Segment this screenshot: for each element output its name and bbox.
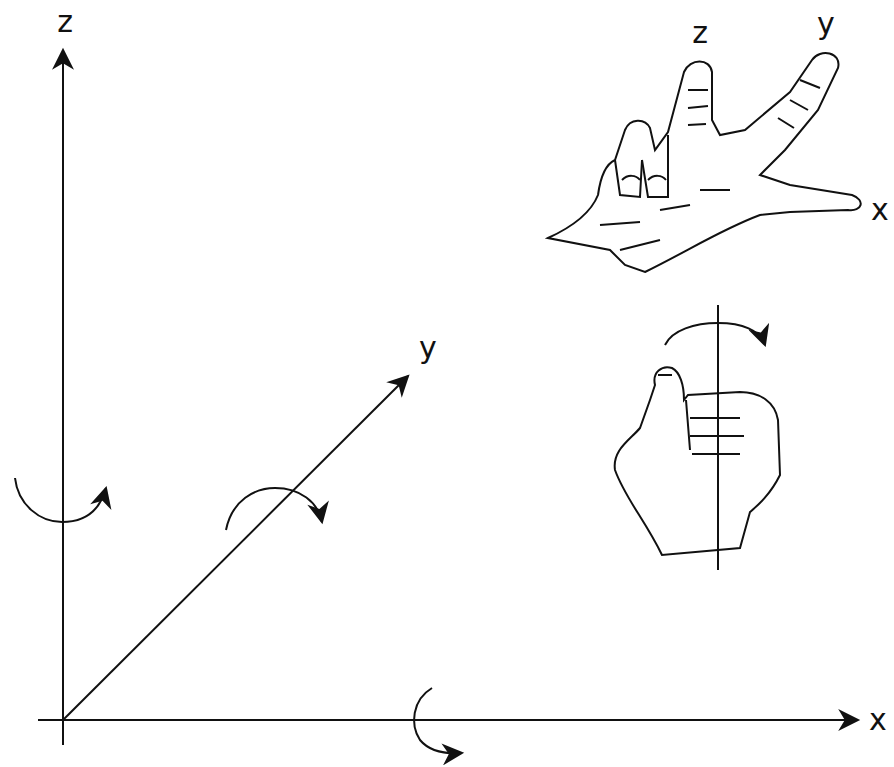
z-axis (62, 50, 64, 745)
y-axis (63, 376, 408, 720)
axis-label: y (419, 333, 437, 363)
axis-label: z (57, 7, 73, 37)
hand-drawing (615, 305, 780, 570)
rotation-arrow (226, 488, 322, 530)
rotation-arrow (15, 478, 106, 522)
axis-label: z (692, 18, 708, 48)
hand-drawing (548, 53, 861, 272)
axis-label: x (869, 705, 887, 735)
rotation-arrow (414, 688, 462, 753)
axis-label: x (871, 195, 889, 225)
axis-label: y (817, 9, 835, 39)
x-axis (38, 719, 858, 721)
